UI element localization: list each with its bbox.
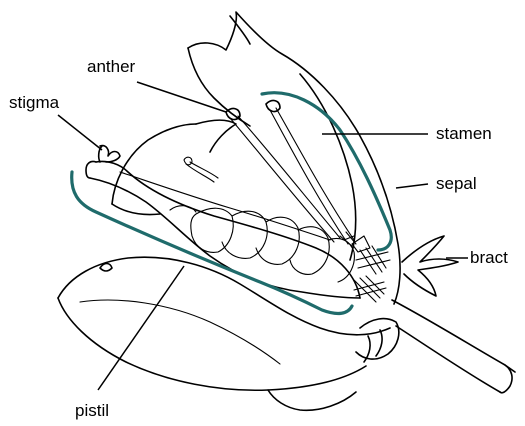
stem	[392, 300, 515, 393]
pistil-leader	[98, 266, 184, 390]
sepal-leader	[396, 184, 428, 188]
bract-label: bract	[470, 249, 508, 266]
receptacle	[356, 319, 399, 362]
stamen-label: stamen	[436, 125, 492, 142]
sepal-label: sepal	[436, 175, 477, 192]
bract-shape	[402, 236, 458, 296]
lower-petal	[58, 257, 390, 410]
stigma-label: stigma	[9, 94, 59, 111]
anther-label: anther	[87, 58, 135, 75]
pistil-label: pistil	[75, 402, 109, 419]
stigma-leader	[58, 115, 102, 150]
stamen-bracket	[262, 93, 391, 250]
upper-sepal	[188, 12, 400, 304]
